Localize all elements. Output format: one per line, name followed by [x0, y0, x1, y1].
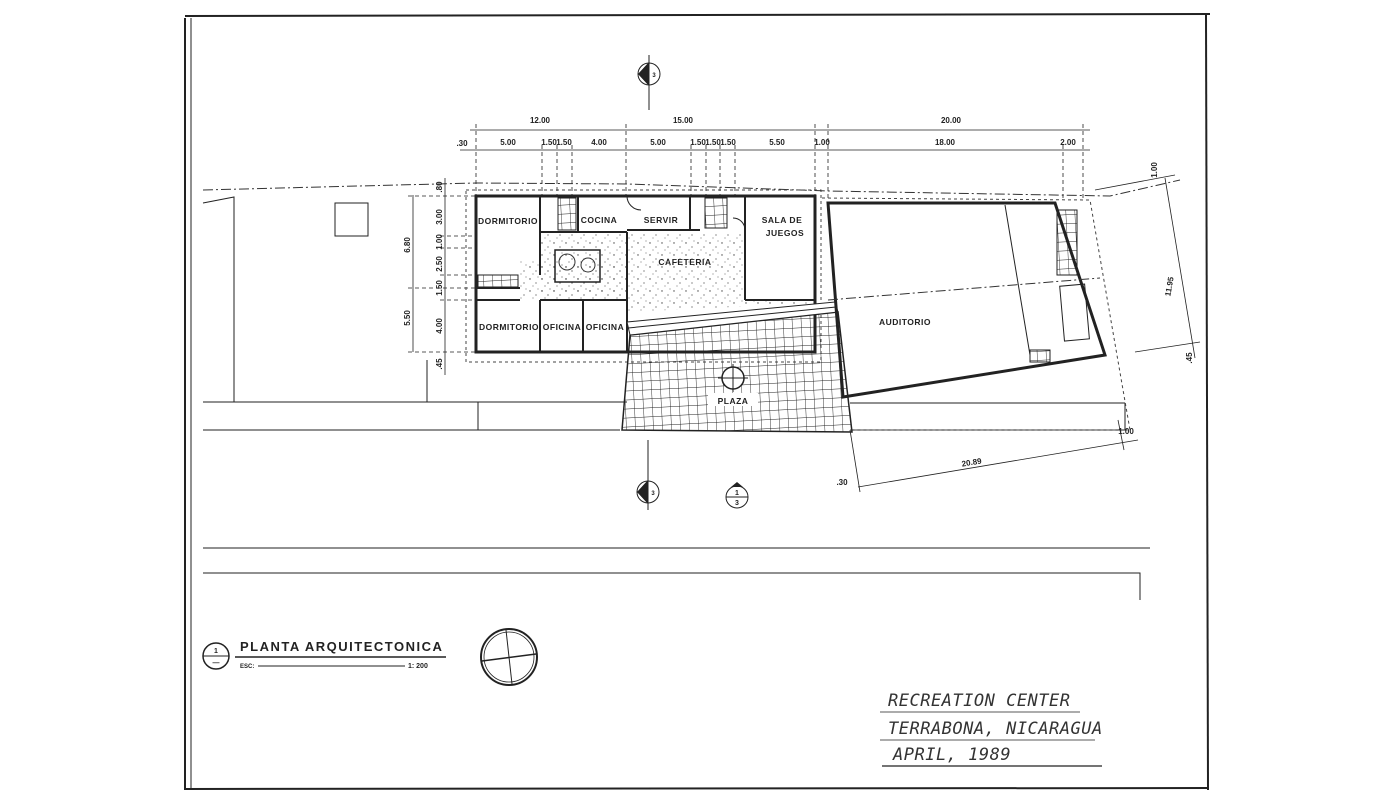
top-dimensions: 12.00 15.00 20.00 .30 5.00 1.50 1.50 4.0…	[456, 116, 1090, 200]
dim-left: 3.00	[435, 209, 444, 225]
room-oficina-2: OFICINA	[586, 322, 624, 332]
dim-right: 1.00	[1150, 162, 1159, 178]
dim: 1.50	[541, 138, 557, 147]
drawing-title: 1 — PLANTA ARQUITECTONICA ESC: 1: 200	[202, 639, 446, 670]
section-marker-top: A 3	[637, 55, 661, 110]
project-date: APRIL, 1989	[892, 745, 1011, 765]
room-plaza: PLAZA	[718, 396, 749, 406]
dim: 1.50	[690, 138, 706, 147]
section-label: A	[642, 491, 647, 497]
dim-left: 1.50	[435, 280, 444, 296]
dim-left: .80	[435, 181, 444, 193]
dim-left: 1.00	[435, 234, 444, 250]
room-servir: SERVIR	[644, 215, 679, 225]
dim: 5.00	[500, 138, 516, 147]
dim-20: 20.00	[941, 116, 962, 125]
room-dormitorio-2: DORMITORIO	[479, 322, 539, 332]
dim-left: .45	[435, 358, 444, 370]
dim: .30	[456, 139, 468, 148]
right-dimensions: 1.00 11.95 .45 .30 20.89 1.00	[836, 162, 1201, 493]
dim-left: 4.00	[435, 318, 444, 334]
room-auditorio: AUDITORIO	[879, 317, 931, 327]
sheet-frame	[184, 13, 1211, 791]
room-sala-de-juegos: SALA DE	[762, 215, 803, 225]
project-location: TERRABONA, NICARAGUA	[888, 719, 1103, 739]
section-label: A	[643, 73, 648, 79]
dim: 5.00	[650, 138, 666, 147]
room-dormitorio-1: DORMITORIO	[478, 216, 538, 226]
drawing-title-text: PLANTA ARQUITECTONICA	[240, 639, 443, 654]
dim-left: 6.80	[403, 237, 412, 253]
detail-label: 1	[735, 490, 739, 497]
section-marker-bottom: A 3	[636, 440, 660, 510]
dim: 1.50	[705, 138, 721, 147]
section-label: 3	[651, 491, 655, 497]
dim-right: 11.95	[1163, 276, 1175, 297]
dim-left: 5.50	[403, 310, 412, 326]
title-marker-sheet: —	[213, 660, 220, 667]
left-dimensions: 6.80 5.50 .80 3.00 1.00 2.50 1.50 4.00 .…	[403, 178, 476, 375]
site-lines	[202, 179, 1181, 600]
plaza: PLAZA	[621, 301, 853, 433]
dim: 18.00	[935, 138, 956, 147]
north-arrow	[480, 628, 538, 686]
room-sala-de-juegos-line2: JUEGOS	[766, 228, 804, 238]
dim-bottom: 20.89	[961, 456, 983, 468]
dim: 1.00	[814, 138, 830, 147]
site-square	[334, 202, 369, 237]
dim-right: .45	[1185, 352, 1194, 364]
dim: 4.00	[591, 138, 607, 147]
dim: 5.50	[769, 138, 785, 147]
courtyard-planter	[554, 249, 601, 283]
detail-label: 3	[735, 500, 739, 507]
dim-15: 15.00	[673, 116, 694, 125]
scale-value: 1: 200	[408, 663, 428, 670]
dim-bottom: 1.00	[1118, 427, 1134, 436]
title-block: RECREATION CENTER TERRABONA, NICARAGUA A…	[880, 691, 1103, 767]
dim-left: 2.50	[435, 256, 444, 272]
detail-marker: 1 3	[725, 482, 749, 509]
dim: 1.50	[556, 138, 572, 147]
dim-12: 12.00	[530, 116, 551, 125]
room-cocina: COCINA	[581, 215, 618, 225]
auditorium: AUDITORIO	[821, 197, 1131, 431]
room-cafeteria: CAFETERIA	[658, 257, 711, 267]
dim: 1.50	[720, 138, 736, 147]
dim: 2.00	[1060, 138, 1076, 147]
title-marker-number: 1	[214, 648, 218, 655]
dim-bottom: .30	[836, 478, 848, 487]
project-name: RECREATION CENTER	[888, 691, 1071, 711]
main-building: DORMITORIO COCINA SERVIR SALA DE JUEGOS …	[465, 189, 822, 363]
section-label: 3	[652, 73, 656, 79]
room-oficina-1: OFICINA	[543, 322, 581, 332]
scale-label: ESC:	[240, 664, 254, 670]
